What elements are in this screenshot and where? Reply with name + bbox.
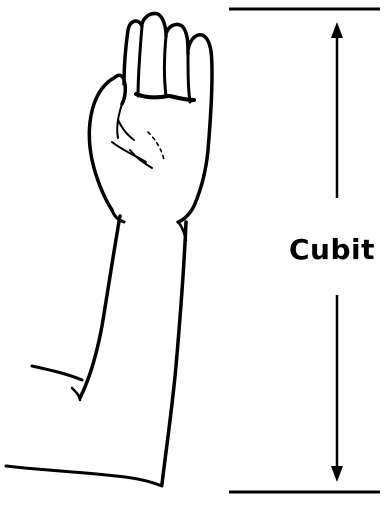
cubit-label: Cubit (289, 234, 375, 268)
forearm-hand-icon (6, 13, 212, 486)
